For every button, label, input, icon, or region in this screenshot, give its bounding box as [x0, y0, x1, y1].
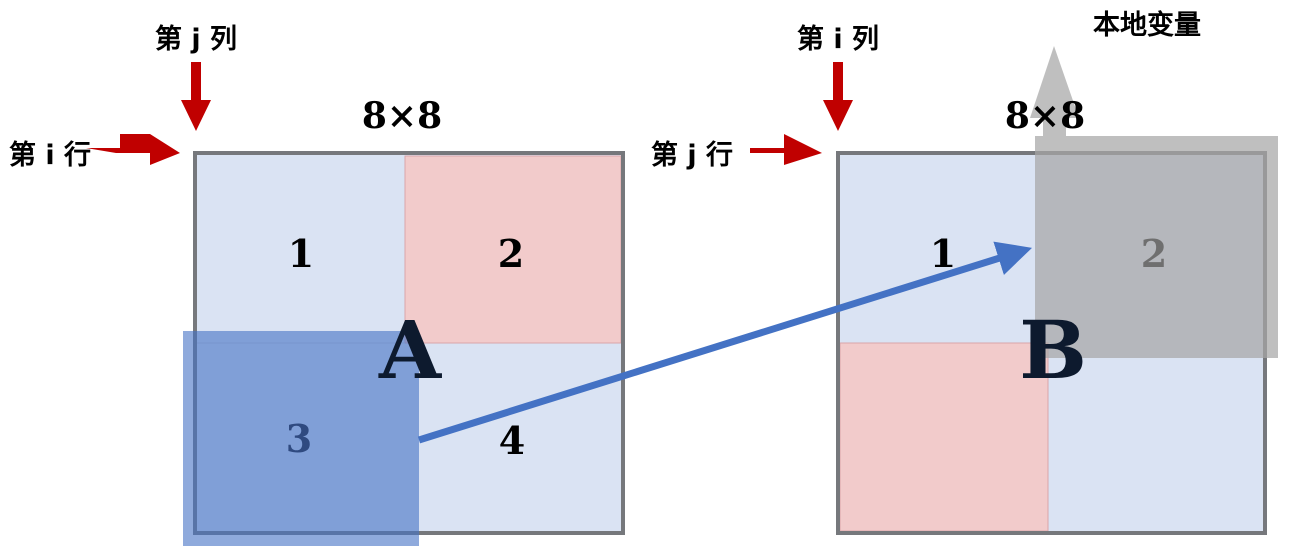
matrix-a-column-label: 第 j 列 — [155, 23, 237, 55]
matrix-a-block-2 — [404, 155, 622, 344]
matrix-b-block-1-label: 1 — [930, 231, 956, 276]
matrix-b-block-2-label: 2 — [1141, 231, 1167, 276]
matrix-a-block-4-label: 4 — [499, 418, 525, 463]
local-variable-label: 本地变量 — [1093, 9, 1201, 41]
column-pointer-arrow-icon — [823, 62, 853, 131]
matrix-a-block-1-label: 1 — [288, 231, 314, 276]
matrix-a-block-3-label: 3 — [286, 416, 312, 461]
matrix-a-block-3-highlight — [183, 331, 419, 546]
transfer-arrow-icon — [417, 241, 1033, 444]
matrix-b-column-label: 第 i 列 — [797, 23, 879, 55]
matrix-b: 1 B 2 本地变量 8×8 第 i 列 第 j 行 — [651, 9, 1278, 535]
matrix-a-row-label: 第 i 行 — [9, 139, 91, 171]
matrix-a: 1 2 4 3 A 8×8 第 j 列 第 i 行 — [9, 23, 625, 546]
matrix-b-name: B — [1019, 303, 1087, 397]
local-variable-highlight — [1035, 136, 1278, 358]
matrix-a-block-2-label: 2 — [498, 231, 524, 276]
matrix-b-row-label: 第 j 行 — [651, 139, 733, 171]
row-pointer-arrow-icon — [750, 134, 822, 165]
matrix-b-size-label: 8×8 — [1005, 95, 1085, 137]
matrix-b-block-3 — [839, 342, 1049, 532]
column-pointer-arrow-icon — [181, 62, 211, 131]
matrix-a-name: A — [378, 303, 442, 397]
row-pointer-arrow-icon — [86, 134, 180, 165]
local-variable-up-arrow-icon — [1030, 46, 1079, 136]
matrix-a-size-label: 8×8 — [362, 95, 442, 137]
